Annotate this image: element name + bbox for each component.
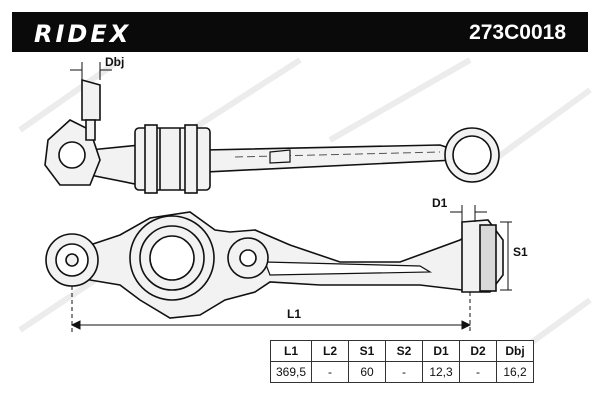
l1-dimension [70,286,472,333]
dbj-dimension [70,62,112,80]
s1-dimension [500,221,512,291]
d1-dimension [450,205,487,222]
spec-header-cell: D2 [459,340,497,362]
spec-value-row: 369,5 - 60 - 12,3 - 16,2 [270,361,534,383]
spec-value-cell: - [311,361,349,383]
part-number: 273C0018 [469,21,566,44]
spec-value-cell: 16,2 [496,361,534,383]
s1-label: S1 [513,245,528,259]
spec-header-cell: S2 [385,340,423,362]
l1-label: L1 [287,307,301,321]
spec-value-cell: 369,5 [270,361,312,383]
spec-header-row: L1 L2 S1 S2 D1 D2 Dbj [270,340,534,362]
spec-table: L1 L2 S1 S2 D1 D2 Dbj 369,5 - 60 - 12,3 … [270,340,534,383]
spec-header-cell: S1 [348,340,386,362]
spec-value-cell: 12,3 [422,361,460,383]
brand-logo: RIDEX [34,20,132,48]
dbj-label: Dbj [105,55,124,69]
spec-value-cell: 60 [348,361,386,383]
watermark [18,57,592,383]
top-view [44,78,500,194]
spec-value-cell: - [385,361,423,383]
d1-label: D1 [432,196,448,210]
spec-value-cell: - [459,361,497,383]
side-view [45,211,504,319]
spec-header-cell: Dbj [496,340,534,362]
spec-header-cell: L2 [311,340,349,362]
header-bar: RIDEX 273C0018 [12,12,588,52]
spec-header-cell: L1 [270,340,312,362]
spec-header-cell: D1 [422,340,460,362]
